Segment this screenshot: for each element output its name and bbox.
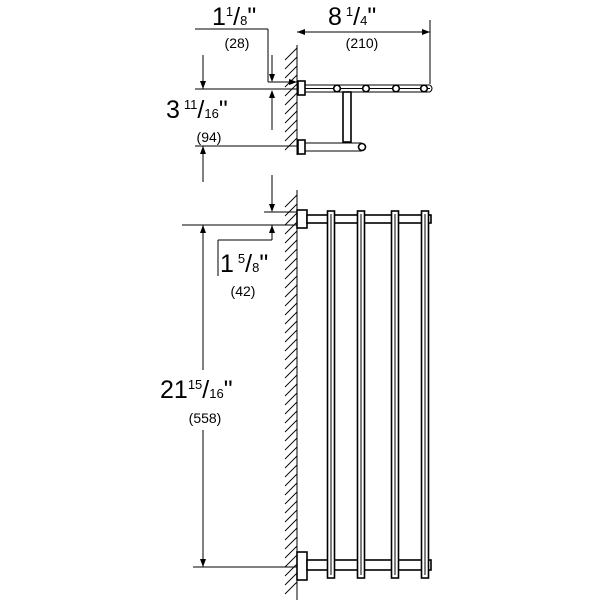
- wall-hatch-line: [284, 293, 298, 307]
- wall-hatch-line: [284, 203, 298, 217]
- svg-text:81/4": 81/4": [328, 3, 376, 31]
- wall-hatch-line: [284, 473, 298, 487]
- dim-overall-height-num: 15: [188, 377, 202, 392]
- top-view-shelf: [297, 80, 433, 155]
- rail-end-dot: [419, 84, 429, 93]
- wall-hatch-line: [284, 311, 298, 325]
- svg-text:2115/16": 2115/16": [160, 376, 233, 404]
- dim-projection-depth-den: 8: [240, 13, 247, 28]
- wall-hatch-line: [284, 119, 298, 133]
- dim-projection-depth-whole: 1: [212, 3, 226, 31]
- wall-side-view: [284, 190, 298, 600]
- dim-width-num: 1: [346, 4, 353, 19]
- wall-hatch-line: [284, 419, 298, 433]
- wall-hatch-line: [284, 392, 298, 406]
- wall-hatch-line: [284, 221, 298, 235]
- dim-bracket-spacing-den: 16: [204, 106, 218, 121]
- wall-hatch-line: [284, 482, 298, 496]
- wall-hatch-line: [284, 329, 298, 343]
- svg-text:11/8": 11/8": [212, 3, 256, 31]
- rail-end-dot: [391, 84, 401, 93]
- wall-hatch-line: [284, 92, 298, 106]
- wall-hatch-line: [284, 374, 298, 388]
- wall-hatch-line: [284, 275, 298, 289]
- dim-bracket-spacing-num: 11: [184, 97, 198, 112]
- wall-hatch-line: [284, 212, 298, 226]
- dim-projection-depth-num: 1: [226, 4, 233, 19]
- svg-text:15/8": 15/8": [220, 250, 268, 278]
- wall-hatch-line: [284, 83, 298, 97]
- wall-hatch-line: [284, 47, 298, 61]
- wall-hatch-line: [284, 455, 298, 469]
- dim-width-metric: (210): [346, 35, 379, 51]
- dim-projection-depth: 11/8" (28): [195, 3, 297, 85]
- dim-top-offset-den: 8: [252, 260, 259, 275]
- wall-hatch-line: [284, 266, 298, 280]
- dim-overall-height-whole: 21: [160, 376, 188, 404]
- wall-hatch-line: [284, 356, 298, 370]
- wall-hatch-line: [284, 563, 298, 577]
- wall-hatch-line: [284, 347, 298, 361]
- wall-hatch-line: [284, 65, 298, 79]
- wall-hatch-line: [284, 137, 298, 151]
- wall-hatch-line: [284, 437, 298, 451]
- dim-projection-depth-metric: (28): [225, 35, 250, 51]
- wall-hatch-line: [284, 194, 298, 208]
- wall-hatch-line: [284, 320, 298, 334]
- wall-hatch-line: [284, 284, 298, 298]
- wall-hatch-line: [284, 401, 298, 415]
- wall-top-view: [284, 45, 298, 155]
- wall-hatch-line: [284, 383, 298, 397]
- wall-hatch-line: [284, 257, 298, 271]
- wall-hatch-line: [284, 128, 298, 142]
- dim-width-whole: 8: [328, 3, 342, 31]
- dim-overall-height-metric: (558): [189, 410, 222, 426]
- wall-hatch-line: [284, 572, 298, 586]
- wall-hatch-line: [284, 428, 298, 442]
- dim-bracket-spacing-whole: 3: [166, 96, 180, 124]
- dim-bracket-spacing-metric: (94): [197, 129, 222, 145]
- svg-text:311/16": 311/16": [166, 96, 228, 124]
- wall-hatch-line: [284, 518, 298, 532]
- wall-hatch-line: [284, 248, 298, 262]
- wall-hatch-line: [284, 509, 298, 523]
- dim-overall-height-den: 16: [209, 386, 223, 401]
- dim-top-offset-whole: 1: [220, 250, 234, 278]
- wall-hatch-line: [284, 302, 298, 316]
- wall-hatch-line: [284, 338, 298, 352]
- wall-hatch-line: [284, 230, 298, 244]
- side-view-shelf: [296, 209, 432, 581]
- wall-hatch-line: [284, 500, 298, 514]
- wall-hatch-line: [284, 464, 298, 478]
- wall-hatch-line: [284, 581, 298, 595]
- dim-top-offset-metric: (42): [231, 283, 256, 299]
- dim-width-den: 4: [360, 13, 367, 28]
- dim-overall-height: 2115/16" (558): [160, 225, 297, 568]
- wall-hatch-line: [284, 554, 298, 568]
- wall-hatch-line: [284, 536, 298, 550]
- wall-hatch-line: [284, 491, 298, 505]
- dim-top-offset-num: 5: [238, 251, 245, 266]
- wall-hatch-line: [284, 56, 298, 70]
- wall-hatch-line: [284, 527, 298, 541]
- wall-hatch-line: [284, 239, 298, 253]
- wall-hatch-line: [284, 410, 298, 424]
- wall-hatch-line: [284, 101, 298, 115]
- rail-end-dot: [332, 84, 342, 93]
- wall-hatch-line: [284, 545, 298, 559]
- rail-end-dot: [361, 84, 371, 93]
- wall-hatch-line: [284, 446, 298, 460]
- wall-hatch-line: [284, 365, 298, 379]
- wall-hatch-line: [284, 110, 298, 124]
